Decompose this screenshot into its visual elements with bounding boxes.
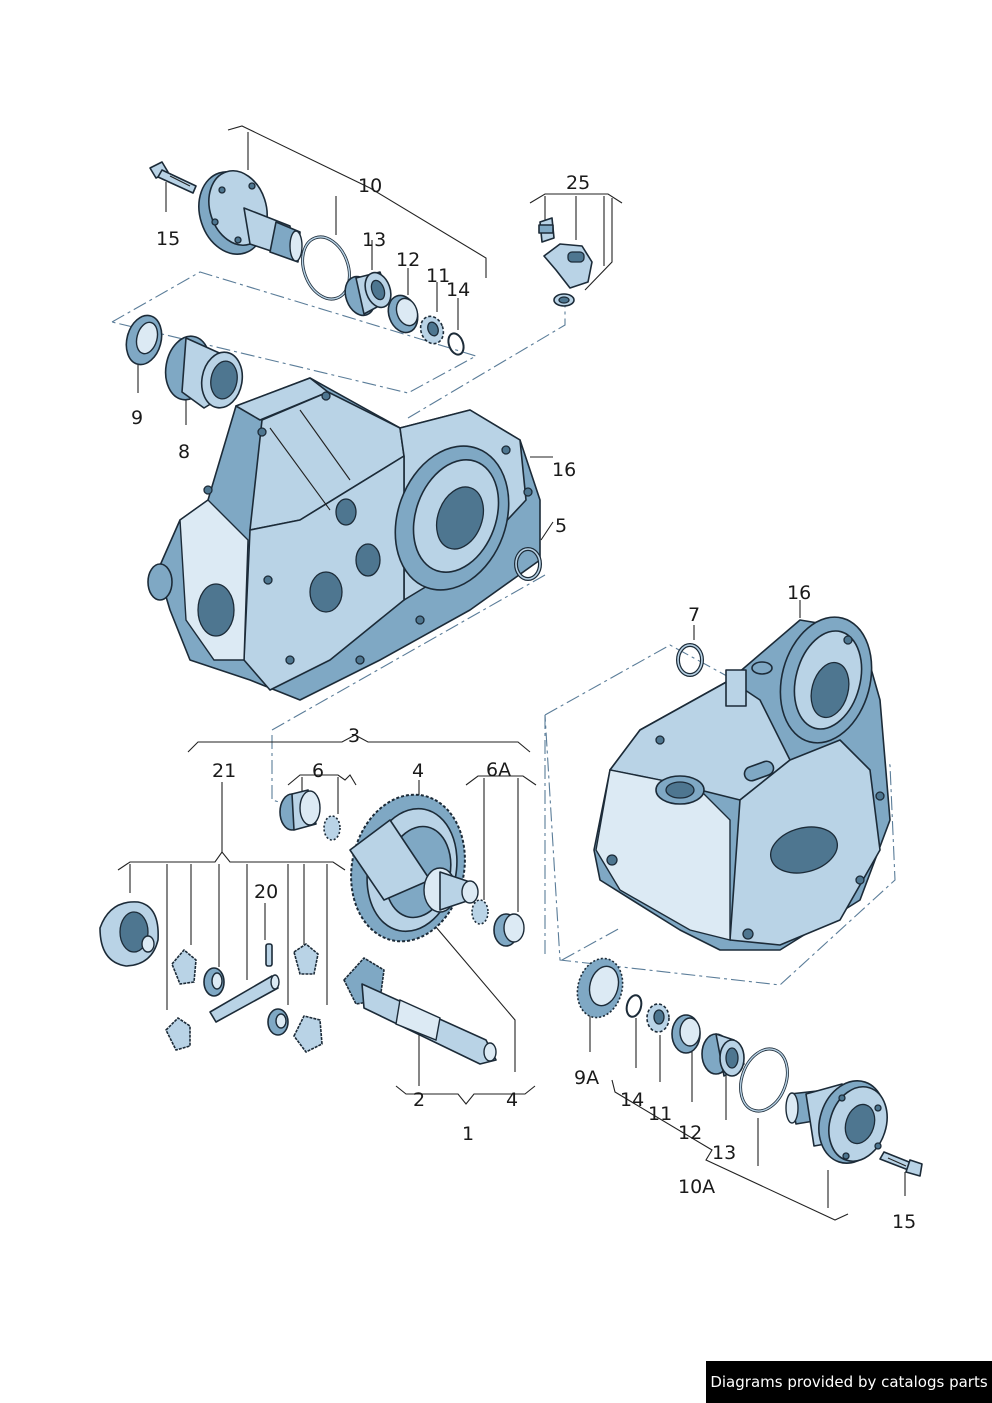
callout-8: 8 <box>178 441 190 463</box>
callout-15-lower: 15 <box>892 1211 916 1233</box>
callout-4-lower: 4 <box>506 1089 518 1111</box>
bearing-6A <box>471 899 525 947</box>
footer-credit-badge: Diagrams provided by catalogs parts <box>706 1361 992 1403</box>
ring-12-lower <box>671 1014 701 1054</box>
transmission-housing-upper <box>147 377 541 701</box>
callout-25: 25 <box>566 172 590 194</box>
drive-pinion-2 <box>343 957 497 1065</box>
planet-gear-right <box>293 943 319 975</box>
callout-5: 5 <box>555 515 567 537</box>
differential-case-21 <box>99 901 159 967</box>
callout-21: 21 <box>212 760 236 782</box>
differential-shaft <box>209 974 280 1023</box>
bearing-6 <box>279 789 341 841</box>
callout-12-lower: 12 <box>678 1122 702 1144</box>
output-flange-lower <box>785 1080 888 1164</box>
o-ring-upper <box>301 235 351 301</box>
planet-gear-upper <box>171 949 197 985</box>
callout-6A: 6A <box>486 759 511 781</box>
leader-lines <box>117 125 906 1221</box>
o-ring-lower <box>739 1047 789 1113</box>
callout-9A: 9A <box>574 1067 599 1089</box>
bracket-25 <box>538 217 593 307</box>
o-ring-5 <box>514 547 542 581</box>
ring-12-upper <box>387 294 419 334</box>
callout-12-upper: 12 <box>396 249 420 271</box>
callout-16-upper: 16 <box>552 459 576 481</box>
callout-15-upper: 15 <box>156 228 180 250</box>
callout-11-lower: 11 <box>648 1103 672 1125</box>
callout-labels: 15 10 13 12 11 14 25 9 8 16 5 7 16 3 21 … <box>131 172 916 1233</box>
nut-11-upper <box>419 315 445 345</box>
bearing-lower <box>701 1033 745 1077</box>
nut-11-lower <box>646 1003 670 1033</box>
callout-14-upper: 14 <box>446 279 470 301</box>
sun-gear-lower-right <box>293 1015 323 1053</box>
callout-14-lower: 14 <box>620 1089 644 1111</box>
seal-9 <box>125 314 163 366</box>
callout-2: 2 <box>413 1089 425 1111</box>
sun-gear-lower-left <box>165 1017 191 1051</box>
sleeve-8 <box>164 335 244 409</box>
callout-20: 20 <box>254 881 278 903</box>
bearing-upper <box>344 271 392 317</box>
assembly-outline-lower <box>544 644 896 986</box>
output-flange-upper <box>198 170 303 263</box>
callout-1: 1 <box>462 1123 474 1145</box>
roll-pin-20 <box>265 943 273 967</box>
seal-9A <box>576 957 624 1019</box>
o-ring-7 <box>676 643 704 677</box>
callout-13-lower: 13 <box>712 1142 736 1164</box>
callout-10: 10 <box>358 175 382 197</box>
callout-11-upper: 11 <box>426 265 450 287</box>
bolt-15-lower <box>879 1151 923 1177</box>
circlip-14-upper <box>447 332 465 356</box>
callout-6: 6 <box>312 760 324 782</box>
bolt-15-upper <box>149 161 197 194</box>
transmission-housing-lower <box>593 616 891 951</box>
callout-3: 3 <box>348 725 360 747</box>
callout-10A: 10A <box>678 1176 715 1198</box>
thrust-washer <box>203 967 225 997</box>
callout-7: 7 <box>688 604 700 626</box>
callout-9: 9 <box>131 407 143 429</box>
callout-4-upper: 4 <box>412 760 424 782</box>
crown-wheel-4 <box>349 793 479 943</box>
callout-13-upper: 13 <box>362 229 386 251</box>
circlip-14-lower <box>625 994 643 1018</box>
callout-16-lower: 16 <box>787 582 811 604</box>
washer-lower <box>267 1008 289 1036</box>
